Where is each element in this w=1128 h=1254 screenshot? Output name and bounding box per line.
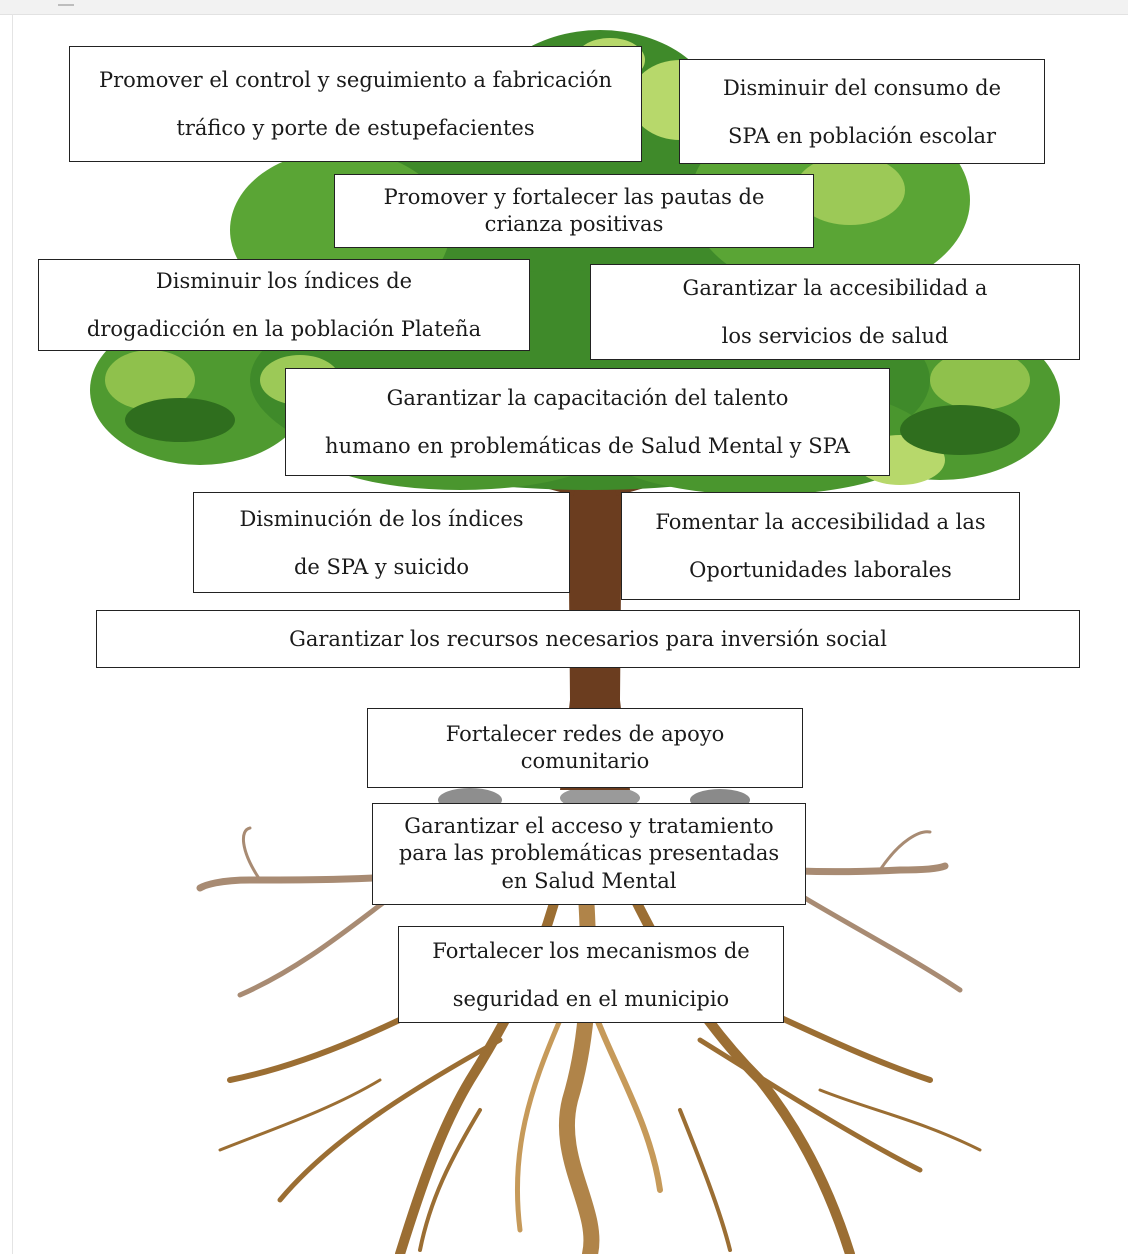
top-toolbar-strip xyxy=(0,0,1128,15)
root-left-6 xyxy=(218,1078,382,1152)
box-text-line: Fomentar la accesibilidad a las xyxy=(655,510,986,534)
box-text-line: Promover el control y seguimiento a fabr… xyxy=(98,68,612,92)
box-text-line: seguridad en el municipio xyxy=(452,986,730,1011)
box-text-line: SPA en población escolar xyxy=(727,123,997,148)
root-left-5 xyxy=(277,1037,503,1203)
box-text-line: Disminuir del consumo de xyxy=(722,75,1002,100)
box-text-line: en Salud Mental xyxy=(501,868,677,893)
objective-box-acceso-tratamiento: Garantizar el acceso y tratamiento para … xyxy=(372,803,806,905)
objective-box-control-estupefacientes: Promover el control y seguimiento a fabr… xyxy=(69,46,642,162)
root-left-7 xyxy=(418,1108,482,1252)
objective-box-capacitacion-talento: Garantizar la capacitación del talento h… xyxy=(285,368,890,476)
leaf-shadow xyxy=(125,398,235,442)
objective-box-redes-apoyo: Fortalecer redes de apoyo comunitario xyxy=(367,708,803,788)
leaf-highlight xyxy=(930,350,1030,410)
objective-box-oportunidades-laborales: Fomentar la accesibilidad a las Oportuni… xyxy=(621,492,1020,600)
box-text-line: Fortalecer los mecanismos de xyxy=(432,938,750,963)
box-text-line: Fortalecer redes de apoyo xyxy=(445,721,725,746)
objective-box-drogadiccion: Disminuir los índices de drogadicción en… xyxy=(38,259,530,351)
box-text-line: crianza positivas xyxy=(484,212,664,236)
box-text-line: Oportunidades laborales xyxy=(689,558,952,582)
objective-box-spa-suicidio: Disminución de los índices de SPA y suic… xyxy=(193,492,570,593)
box-text-line: para las problemáticas presentadas xyxy=(398,841,780,866)
page-left-edge xyxy=(12,14,13,1254)
box-text-line: Garantizar el acceso y tratamiento xyxy=(404,814,774,839)
root-right-7 xyxy=(678,1108,732,1252)
box-text-line: Garantizar los recursos necesarios para … xyxy=(289,627,887,651)
root-right-3 xyxy=(878,830,932,872)
leaf-highlight xyxy=(105,350,195,410)
box-text-line: Promover y fortalecer las pautas de xyxy=(383,184,765,209)
box-text-line: tráfico y porte de estupefacientes xyxy=(176,116,535,140)
root-left-3 xyxy=(241,826,262,882)
objective-box-recursos-inversion: Garantizar los recursos necesarios para … xyxy=(96,610,1080,668)
box-text-line: los servicios de salud xyxy=(721,324,949,348)
box-text-line: Garantizar la accesibilidad a xyxy=(682,276,988,300)
leaf-highlight xyxy=(795,155,905,225)
box-text-line: drogadicción en la población Plateña xyxy=(86,317,482,341)
objective-box-mecanismos-seguridad: Fortalecer los mecanismos de seguridad e… xyxy=(398,926,784,1023)
box-text-line: de SPA y suicido xyxy=(293,554,470,579)
root-center-2 xyxy=(514,1017,563,1233)
box-text-line: humano en problemáticas de Salud Mental … xyxy=(325,434,850,458)
box-text-line: Garantizar la capacitación del talento xyxy=(386,386,789,410)
root-center-1 xyxy=(587,997,663,1193)
root-right-6 xyxy=(818,1088,982,1152)
toolbar-mark xyxy=(58,4,74,6)
root-right-5 xyxy=(697,1037,923,1173)
objective-box-pautas-crianza: Promover y fortalecer las pautas de cria… xyxy=(334,174,814,248)
objective-box-consumo-escolar: Disminuir del consumo de SPA en població… xyxy=(679,59,1045,164)
box-text-line: comunitario xyxy=(520,749,650,773)
box-text-line: Disminución de los índices xyxy=(239,506,524,531)
objective-box-accesibilidad-salud: Garantizar la accesibilidad a los servic… xyxy=(590,264,1080,360)
box-text-line: Disminuir los índices de xyxy=(155,269,413,293)
leaf-shadow xyxy=(900,405,1020,455)
